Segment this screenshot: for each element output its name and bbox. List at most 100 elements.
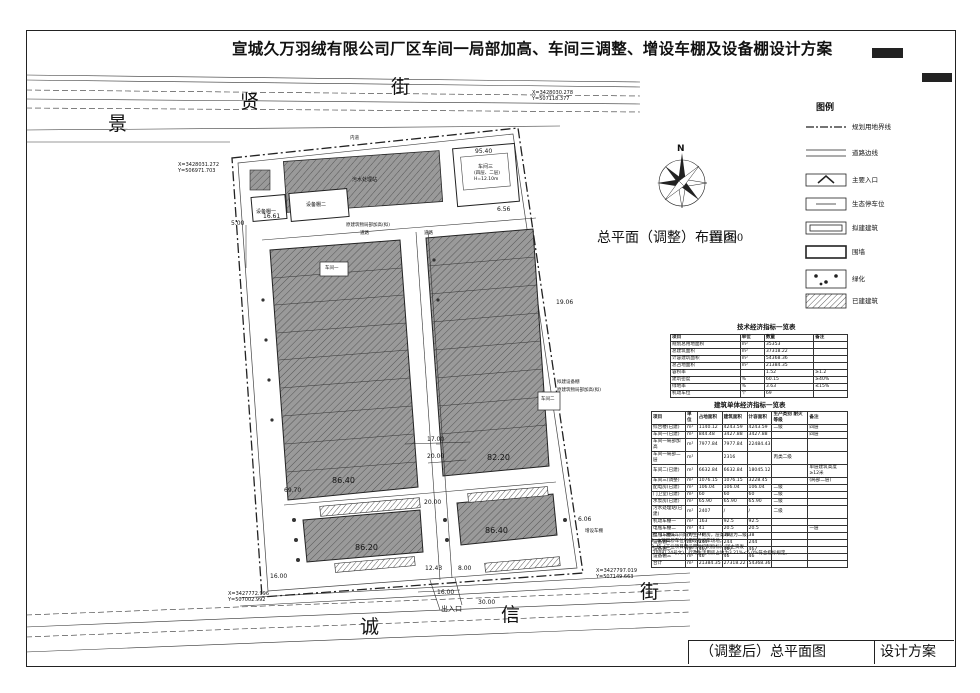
- table1-cell: %: [739, 383, 765, 391]
- workshop3-floors: (四层、二层): [474, 171, 501, 176]
- table2-cell: 7977.84: [721, 438, 748, 452]
- inner-wall: [237, 133, 578, 592]
- legend-title: 图例: [816, 103, 835, 113]
- table1-cell: [813, 362, 848, 370]
- table1-cell: ≥40%: [813, 376, 848, 384]
- table2-cell: 106.04: [721, 484, 748, 492]
- table2-cell: [771, 532, 809, 540]
- table2-cell: [771, 431, 809, 439]
- table2-cell: m²: [684, 484, 698, 492]
- dim-label: 19.06: [556, 299, 574, 306]
- table2-cell: m²: [684, 560, 698, 568]
- table2-cell: [807, 498, 848, 506]
- legend-label: 规划用地界线: [852, 123, 891, 131]
- workshop3-height: H=12.10m: [474, 177, 499, 182]
- plan-scale: 1:1000: [708, 233, 744, 244]
- footer-divider: [688, 640, 689, 664]
- table2-cell: 4243.59: [746, 424, 773, 432]
- table2-header-cell: 建筑面积: [721, 411, 748, 425]
- table2-header-cell: 生产类别 耐火等级: [771, 411, 809, 425]
- table2-cell: [807, 451, 848, 465]
- legend-label: 已建建筑: [852, 297, 878, 305]
- top-street: [25, 74, 641, 143]
- table1-cell: 37318.22: [763, 348, 815, 356]
- table2-cell: m²: [684, 464, 698, 478]
- top-street-char-1: 景: [108, 113, 128, 135]
- table2-cell: 机动车棚一: [651, 518, 686, 526]
- equipment-shed-1: [250, 194, 288, 222]
- table2-cell: 1076.15: [696, 477, 723, 485]
- table2-cell: 20.5: [721, 525, 748, 533]
- note-line: 2. 本项目停车位利用现有停车场地。: [651, 539, 725, 544]
- table2-cell: m²: [684, 518, 698, 526]
- dim-label: 30.00: [478, 599, 496, 606]
- table1-cell: m²: [739, 355, 765, 363]
- table2-cell: 6632.84: [721, 464, 748, 478]
- table1-cell: 机动车位: [670, 390, 741, 398]
- table2-cell: 车间二(已建): [651, 464, 686, 478]
- table2-cell: 车间一(已建): [651, 431, 686, 439]
- table2-cell: m²: [684, 431, 698, 439]
- table2-cell: 二级: [771, 424, 809, 432]
- table2-cell: m²: [684, 505, 698, 519]
- dim-label: 5.00: [231, 220, 245, 227]
- entrance-label: 出入口: [441, 605, 462, 613]
- table2-cell: 41: [696, 525, 723, 533]
- workshop2-label: 车间二: [541, 397, 555, 402]
- dim-label: 6.06: [578, 516, 592, 523]
- workshop-left: [269, 239, 419, 501]
- table1-cell: ≥1.2: [813, 369, 848, 377]
- table1-cell: ≤15%: [813, 383, 848, 391]
- table2-cell: [696, 451, 723, 465]
- table2-cell: [771, 477, 809, 485]
- table1-cell: 54368.36: [763, 355, 815, 363]
- table2-cell: 163: [696, 518, 723, 526]
- table2-cell: 车间三(调整): [651, 477, 686, 485]
- table1-cell: [813, 355, 848, 363]
- table1-cell: %: [739, 376, 765, 384]
- table2-cell: 54368.36: [746, 560, 773, 568]
- note-line: [2008] 24号文)，行政生活用房占地为3.21%<5.0%符合指标规定。: [651, 551, 790, 556]
- note-line: 注：1. 建筑车间均为生产用房，层高等级为二级。: [651, 533, 752, 538]
- table2-cell: 20.5: [746, 525, 773, 533]
- dim-label: 8.00: [458, 565, 472, 572]
- table2-cell: 92.5: [746, 518, 773, 526]
- dim-label: 82.20: [487, 453, 510, 462]
- top-street-char-3: 街: [391, 76, 411, 98]
- equipment-shed-2-label: 设备棚二: [306, 202, 327, 208]
- table2-cell: m²: [684, 498, 698, 506]
- top-street-char-2: 贤: [240, 91, 260, 113]
- dim-label: 86.40: [485, 526, 508, 535]
- table1-header-row: 项目单位数量备注: [670, 334, 848, 342]
- table2-cell: /: [721, 505, 748, 519]
- dim-label: 86.20: [355, 543, 378, 552]
- table2-cell: 65.90: [721, 498, 748, 506]
- dim-label: 20.00: [424, 499, 442, 506]
- table2-cell: 合计: [651, 560, 686, 568]
- table2-cell: m²: [684, 525, 698, 533]
- coord-y-2: Y=506971.703: [178, 168, 216, 174]
- dim-label: 95.40: [475, 148, 493, 155]
- table2-cell: [807, 438, 848, 452]
- table1-cell: 总占地面积: [670, 362, 741, 370]
- table1-cell: 69: [763, 390, 815, 398]
- table2-cell: 车间一局部加高: [651, 438, 686, 452]
- footer-divider: [874, 640, 875, 664]
- table1-cell: 3.63: [763, 383, 815, 391]
- table2-header-cell: 项目: [651, 411, 686, 425]
- table2-cell: 60: [696, 491, 723, 499]
- table2-cell: [771, 539, 809, 547]
- table2-cell: 配电房(已建): [651, 484, 686, 492]
- table2-cell: 18045.12: [746, 464, 773, 478]
- table2-cell: 60: [721, 491, 748, 499]
- table2-cell: 106.04: [696, 484, 723, 492]
- drawing-title: 宣城久万羽绒有限公司厂区车间一局部加高、车间三调整、增设车棚及设备棚设计方案: [232, 39, 833, 58]
- table2-cell: 3228.45: [746, 477, 773, 485]
- coord-y-4: Y=507149.663: [596, 574, 634, 580]
